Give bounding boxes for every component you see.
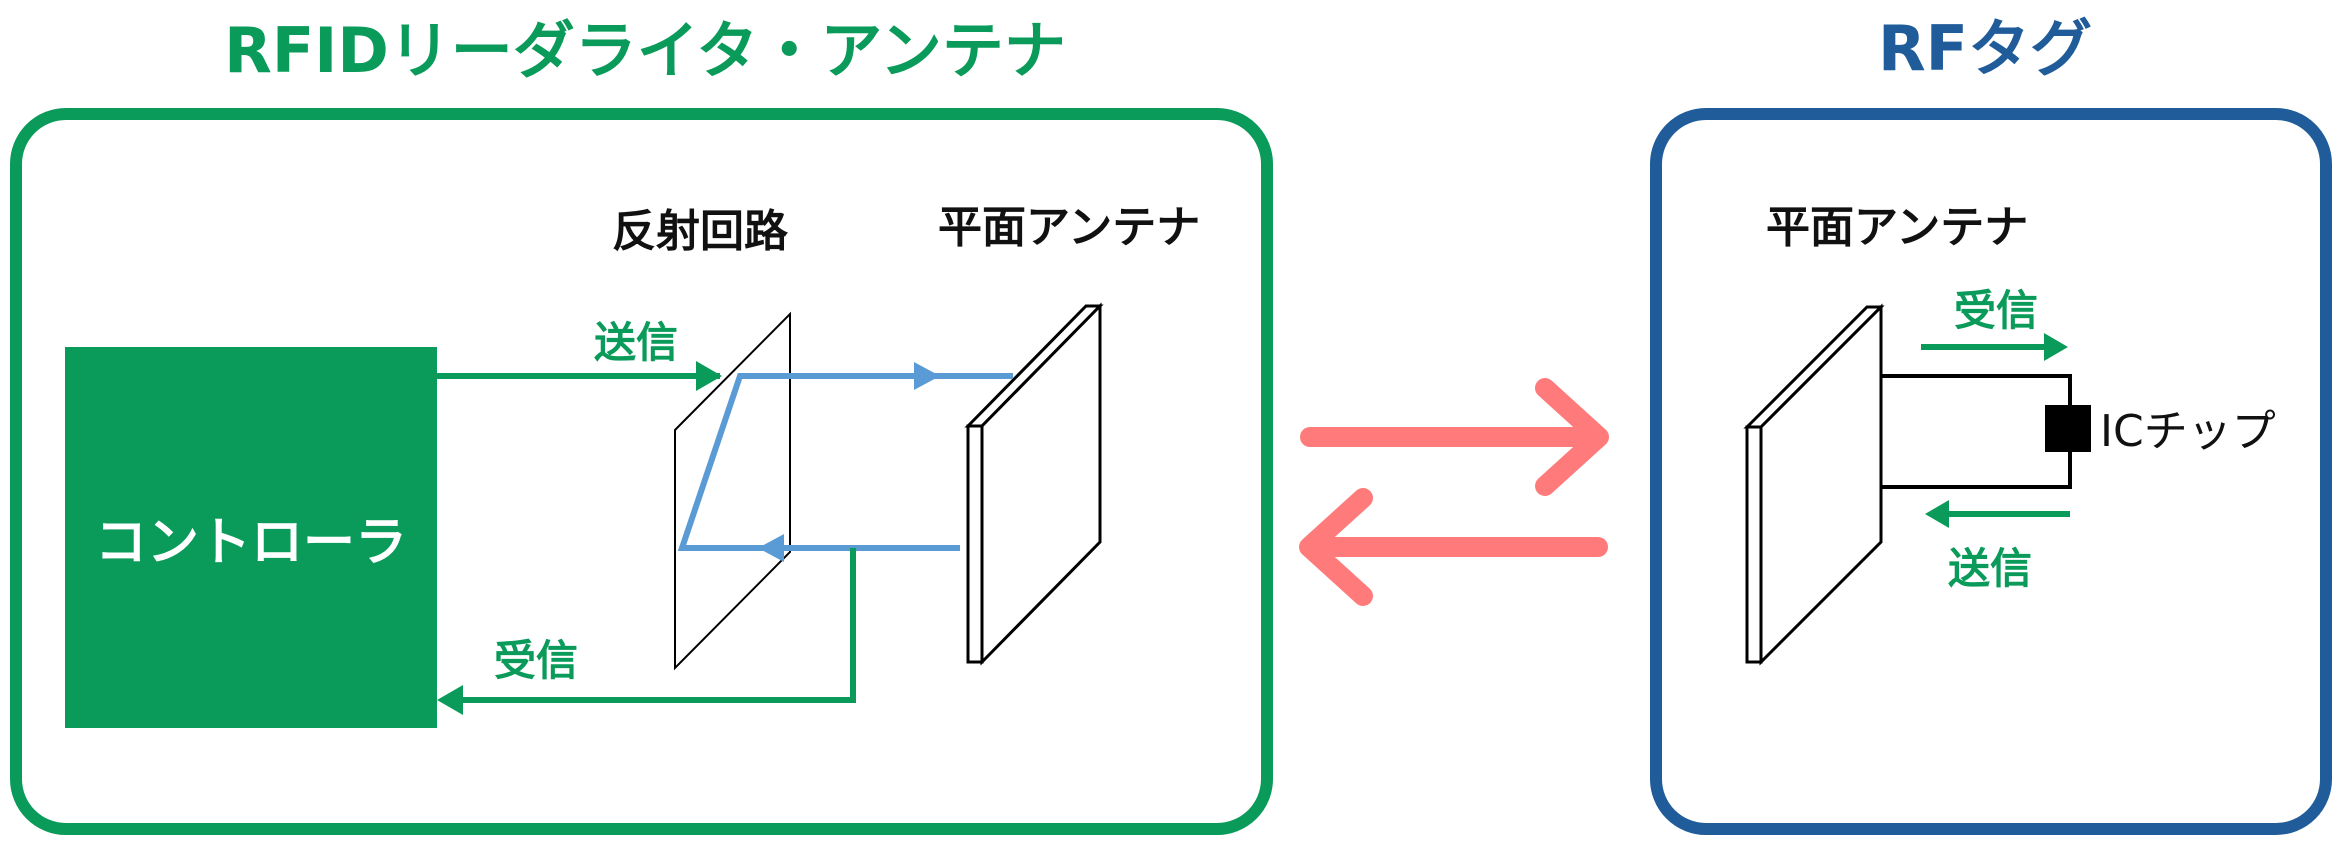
reader-send-label: 送信 — [594, 318, 679, 367]
ic-chip-label: ICチップ — [2100, 406, 2276, 457]
signal-path-blue — [677, 373, 1013, 551]
reader-send-arrowhead — [696, 361, 722, 391]
tag-receive-arrowhead — [2044, 333, 2068, 361]
ic-chip — [2045, 405, 2091, 452]
reflector-plate — [674, 311, 791, 671]
tag-circuit-wire — [1881, 374, 2072, 489]
reader-flat-antenna — [964, 302, 1104, 666]
tag-receive-label: 受信 — [1954, 286, 2039, 335]
reflector-label: 反射回路 — [612, 206, 788, 257]
reader-title: RFIDリーダライタ・アンテナ — [224, 14, 1066, 87]
reader-receive-line — [450, 548, 856, 703]
signal-forward-arrowhead — [914, 362, 940, 390]
reader-receive-arrowhead — [437, 685, 463, 715]
signal-return-arrowhead — [758, 534, 784, 562]
wireless-arrow-right — [1300, 378, 1609, 496]
controller-label: コントローラ — [94, 513, 407, 573]
tag-title: RFタグ — [1877, 12, 2093, 85]
controller-box: コントローラ — [65, 347, 437, 728]
reader-receive-label: 受信 — [494, 636, 579, 685]
tag-send-label: 送信 — [1948, 544, 2033, 593]
wireless-arrow-left — [1299, 488, 1608, 606]
tag-antenna-label: 平面アンテナ — [1766, 202, 2029, 253]
tag-send-arrowhead — [1925, 500, 1949, 528]
tag-flat-antenna — [1743, 303, 1885, 666]
reader-antenna-label: 平面アンテナ — [938, 202, 1201, 253]
